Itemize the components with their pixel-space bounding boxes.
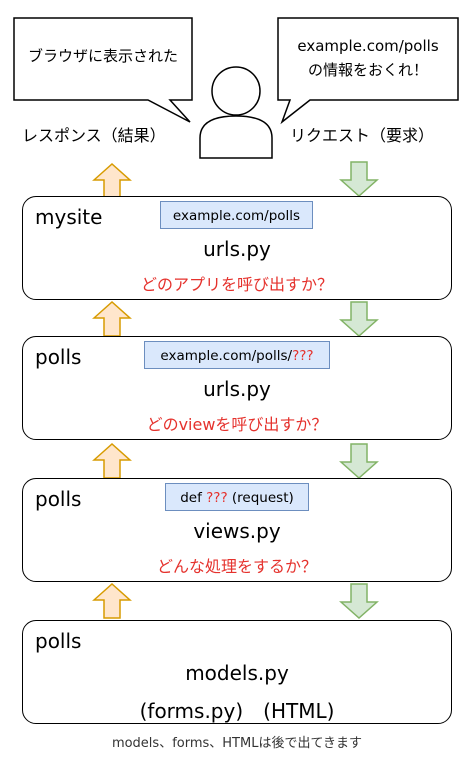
up-arrow-icon bbox=[93, 443, 131, 479]
right-bubble-text: example.com/polls の情報をおくれ！ bbox=[278, 34, 458, 82]
url-tag-text: example.com/polls/ bbox=[160, 348, 293, 364]
left-speech-bubble bbox=[13, 17, 193, 123]
function-tag-suffix: (request) bbox=[227, 490, 294, 506]
up-arrow-icon bbox=[93, 583, 131, 619]
unknown-marker: ??? bbox=[206, 490, 228, 506]
down-arrow-icon bbox=[340, 583, 378, 619]
file-name: urls.py bbox=[203, 237, 271, 261]
layer-title: polls bbox=[35, 629, 82, 653]
extra-files: (forms.py) (HTML) bbox=[139, 699, 335, 723]
down-arrow-icon bbox=[340, 301, 378, 337]
function-tag: def ??? (request) bbox=[165, 483, 309, 511]
url-tag-text: example.com/polls bbox=[172, 208, 301, 224]
url-tag: example.com/polls bbox=[160, 201, 313, 229]
layer-question: どのviewを呼び出すか？ bbox=[146, 415, 328, 434]
down-arrow-icon bbox=[340, 443, 378, 479]
function-tag-prefix: def bbox=[180, 490, 207, 506]
layer-title: polls bbox=[35, 345, 82, 369]
right-speech-bubble bbox=[277, 17, 459, 125]
layer-polls-models: polls models.py (forms.py) (HTML) bbox=[22, 620, 452, 724]
layer-title: mysite bbox=[35, 205, 103, 229]
top-illustration bbox=[13, 17, 459, 159]
left-bubble-text: ブラウザに表示された bbox=[27, 47, 178, 65]
request-label: リクエスト（要求） bbox=[290, 126, 435, 145]
file-name: urls.py bbox=[203, 377, 271, 401]
person-icon bbox=[199, 66, 273, 159]
footnote: models、forms、HTMLは後で出てきます bbox=[111, 736, 363, 751]
layer-title: polls bbox=[35, 487, 82, 511]
layer-polls-views: polls def ??? (request) views.py どんな処理をす… bbox=[22, 478, 452, 582]
layer-question: どのアプリを呼び出すか？ bbox=[140, 275, 333, 294]
response-label: レスポンス（結果） bbox=[22, 126, 166, 145]
up-arrow-icon bbox=[93, 163, 131, 199]
layer-question: どんな処理をするか？ bbox=[156, 557, 317, 576]
file-name: views.py bbox=[193, 519, 281, 543]
unknown-marker: ??? bbox=[292, 348, 314, 364]
down-arrow-icon bbox=[340, 161, 378, 197]
up-arrow-icon bbox=[93, 301, 131, 337]
right-bubble-line1: example.com/polls bbox=[297, 37, 439, 55]
layer-polls-urls: polls example.com/polls/??? urls.py どのvi… bbox=[22, 336, 452, 440]
layer-mysite-urls: mysite example.com/polls urls.py どのアプリを呼… bbox=[22, 196, 452, 300]
file-name: models.py bbox=[185, 661, 289, 685]
right-bubble-line2: の情報をおくれ！ bbox=[307, 61, 428, 79]
url-tag: example.com/polls/??? bbox=[144, 341, 330, 369]
